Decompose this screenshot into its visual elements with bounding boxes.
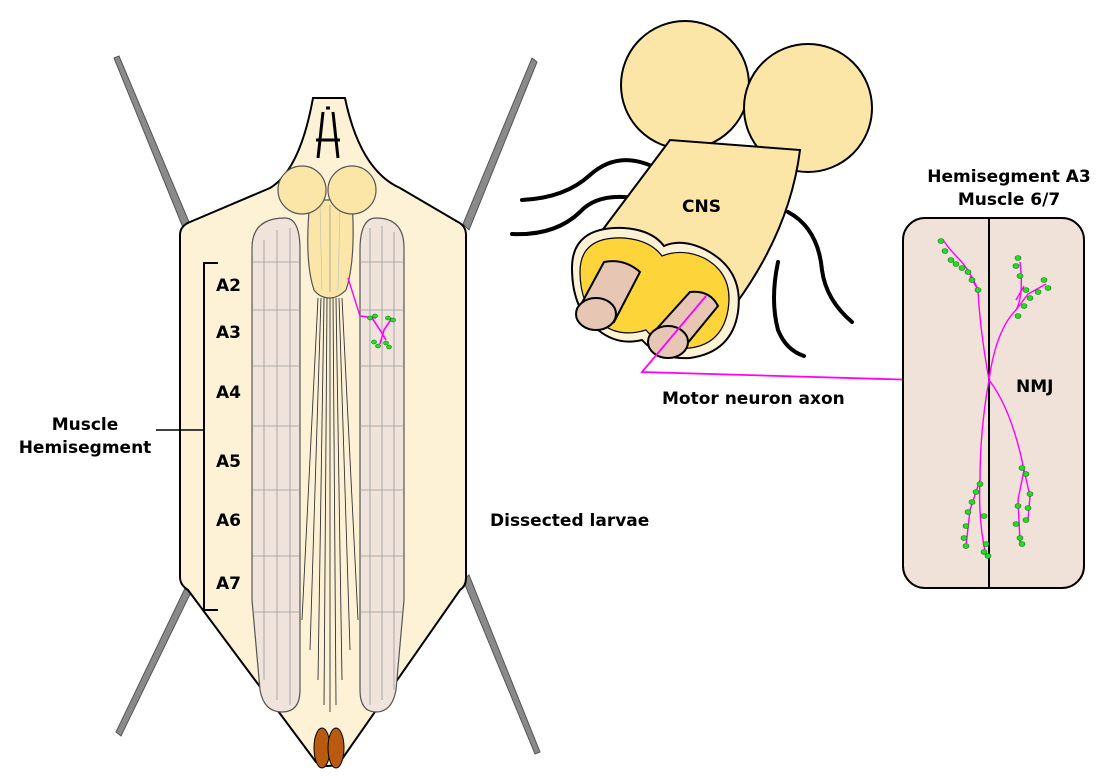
dissected-larvae-label: Dissected larvae: [490, 511, 649, 531]
muscle-column-right: [360, 218, 404, 712]
segment-label-a3: A3: [216, 323, 241, 343]
cns-label: CNS: [682, 197, 721, 217]
cns-brain-lobe-left: [621, 21, 749, 149]
spiracle-right: [328, 728, 344, 768]
pin-bottom-left: [116, 580, 193, 736]
segment-label-a2: A2: [216, 276, 241, 296]
muscle-6-7-box: [903, 218, 1084, 588]
segment-label-a4: A4: [216, 383, 241, 403]
pin-bottom-right: [463, 575, 540, 754]
brain-lobe-left: [278, 166, 326, 214]
muscle-column-left: [252, 218, 300, 712]
segment-label-a6: A6: [216, 511, 241, 531]
pin-top-right: [463, 58, 537, 230]
nmj-panel: Hemisegment A3 Muscle 6/7: [903, 167, 1091, 588]
dissected-larva: A2 A3 A4 A5 A6 A7 Muscle Hemisegment: [19, 56, 540, 768]
hemisegment-title-line2: Muscle 6/7: [958, 190, 1060, 210]
brain-lobe-right: [328, 166, 376, 214]
muscle-hemisegment-label-line1: Muscle: [52, 415, 119, 435]
pin-top-left: [114, 56, 189, 230]
segment-label-a7: A7: [216, 574, 241, 594]
nmj-label: NMJ: [1016, 377, 1053, 397]
hemisegment-title-line1: Hemisegment A3: [927, 167, 1091, 187]
motor-neuron-axon-label: Motor neuron axon: [662, 389, 845, 409]
segment-label-a5: A5: [216, 452, 241, 472]
cns-diagram: CNS: [512, 21, 872, 358]
muscle-hemisegment-label-line2: Hemisegment: [19, 438, 152, 458]
ventral-nerve-cord: [308, 200, 353, 298]
